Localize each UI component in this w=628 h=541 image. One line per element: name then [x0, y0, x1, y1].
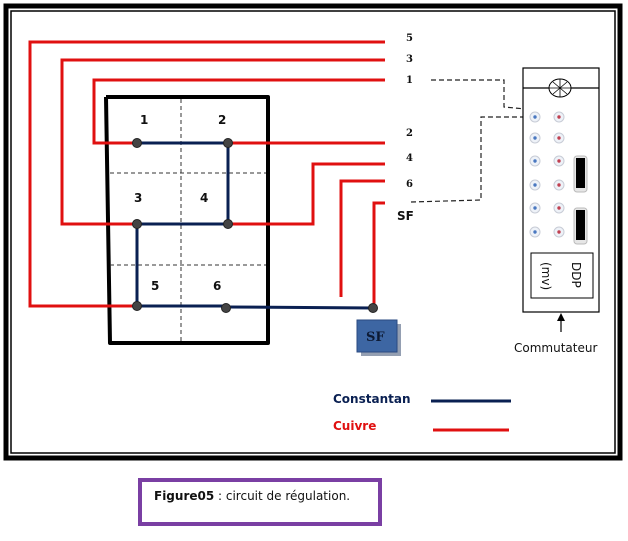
- constantan-wires: [135, 141, 374, 310]
- cell-label-1: 1: [140, 113, 148, 127]
- terminal-label-1: 1: [406, 75, 413, 86]
- terminal-red-6[interactable]: [553, 226, 565, 238]
- toggle-switch-2[interactable]: [573, 207, 588, 245]
- terminal-blue-6[interactable]: [529, 226, 541, 238]
- figure-caption: Figure05 : circuit de régulation.: [138, 478, 382, 526]
- terminal-red-3[interactable]: [553, 155, 565, 167]
- terminal-red-1[interactable]: [553, 111, 565, 123]
- wire-1: [92, 78, 385, 145]
- terminal-blue-3[interactable]: [529, 155, 541, 167]
- sf-box: SF: [356, 319, 401, 356]
- commutateur-label: Commutateur: [514, 341, 597, 355]
- terminal-label-sf: SF: [397, 209, 414, 223]
- junction-5: [132, 301, 142, 311]
- arrow-up-icon: [557, 313, 565, 321]
- copper-wires: [28, 40, 385, 308]
- terminal-red-5[interactable]: [553, 202, 565, 214]
- cell-label-6: 6: [213, 279, 221, 293]
- terminal-label-5: 5: [406, 33, 413, 44]
- selector-knob-icon[interactable]: [548, 78, 572, 98]
- caption-description: : circuit de régulation.: [214, 489, 351, 503]
- terminal-blue-4[interactable]: [529, 179, 541, 191]
- wire-4: [228, 162, 385, 226]
- display-unit: (mv): [539, 262, 553, 290]
- terminal-blue-2[interactable]: [529, 132, 541, 144]
- legend-label-constantan: Constantan: [333, 392, 411, 406]
- junction-points: [132, 138, 378, 313]
- terminal-label-4: 4: [406, 153, 413, 164]
- caption-figure-number: Figure05: [154, 489, 215, 503]
- dashed-line-1: [431, 79, 559, 113]
- dashed-line-sf: [410, 116, 530, 203]
- inner-frame: [10, 10, 616, 454]
- legend-label-cuivre: Cuivre: [333, 419, 376, 433]
- junction-sf: [368, 303, 378, 313]
- terminal-blue-5[interactable]: [529, 202, 541, 214]
- thermocouple-panel: [104, 95, 270, 345]
- terminal-label-2: 2: [406, 128, 413, 139]
- junction-2: [223, 138, 233, 148]
- legend: Constantan Cuivre: [333, 392, 511, 433]
- dashed-connections: [410, 79, 559, 203]
- cell-label-3: 3: [134, 191, 142, 205]
- display-label: DDP: [569, 262, 583, 288]
- outer-frame: [3, 3, 623, 461]
- ddp-display: [530, 252, 594, 299]
- terminal-pairs: [529, 111, 565, 238]
- wire-5: [28, 40, 385, 308]
- cell-label-2: 2: [218, 113, 226, 127]
- junction-3: [132, 219, 142, 229]
- cell-label-4: 4: [200, 191, 208, 205]
- toggle-switch-1[interactable]: [573, 155, 588, 193]
- cell-label-5: 5: [151, 279, 159, 293]
- junction-1: [132, 138, 142, 148]
- terminal-label-3: 3: [406, 54, 413, 65]
- wire-3: [60, 58, 385, 226]
- wire-6: [339, 179, 385, 297]
- junction-6: [221, 303, 231, 313]
- sf-box-label: SF: [366, 330, 385, 345]
- terminal-blue-1[interactable]: [529, 111, 541, 123]
- wire-sf: [372, 201, 385, 308]
- terminal-label-6: 6: [406, 179, 413, 190]
- terminal-red-4[interactable]: [553, 179, 565, 191]
- caption-text: Figure05 : circuit de régulation.: [154, 489, 350, 503]
- terminal-red-2[interactable]: [553, 132, 565, 144]
- commutateur: (mv) DDP Commutateur: [514, 67, 600, 355]
- junction-4: [223, 219, 233, 229]
